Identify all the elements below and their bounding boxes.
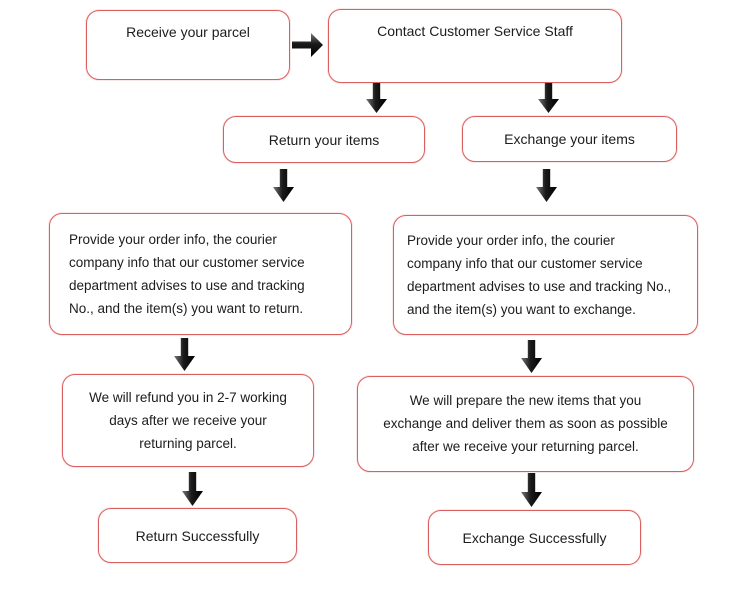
flow-box-exchange-info: Provide your order info, the courier com… (393, 215, 698, 335)
flow-box-prepare-items-line: We will prepare the new items that you (409, 393, 642, 408)
flow-box-return-successfully: Return Successfully (98, 508, 297, 563)
flow-box-return-successfully-label: Return Successfully (135, 527, 260, 544)
flow-box-exchange-items: Exchange your items (462, 116, 677, 162)
flow-box-exchange-successfully-label: Exchange Successfully (462, 529, 607, 546)
flow-box-refund-line: We will refund you in 2-7 working (89, 390, 287, 405)
flow-box-prepare-items-line: exchange and deliver them as soon as pos… (383, 416, 668, 431)
flow-box-refund-line: days after we receive your (109, 413, 267, 428)
arrow-down-icon (521, 473, 542, 507)
flow-box-return-info-line: Provide your order info, the courier (69, 232, 277, 247)
arrow-right-icon (292, 33, 323, 57)
flow-box-exchange-info-line: company info that our customer service (407, 256, 643, 271)
flow-box-return-info-line: department advises to use and tracking (69, 278, 305, 293)
flow-box-exchange-successfully: Exchange Successfully (428, 510, 641, 565)
flow-box-refund: We will refund you in 2-7 working days a… (62, 374, 314, 467)
arrow-down-icon (538, 83, 559, 113)
flow-box-exchange-info-line: department advises to use and tracking N… (407, 279, 672, 294)
arrow-down-icon (182, 472, 203, 506)
flow-box-prepare-items-line: after we receive your returning parcel. (412, 439, 639, 454)
flow-box-return-items: Return your items (223, 116, 425, 163)
arrow-down-icon (174, 338, 195, 371)
flow-box-return-info-line: No., and the item(s) you want to return. (69, 301, 304, 316)
flow-box-contact-customer-service-label: Contact Customer Service Staff (377, 23, 573, 39)
flow-box-return-items-label: Return your items (268, 131, 380, 148)
flow-box-receive-parcel: Receive your parcel (86, 10, 290, 80)
flow-box-return-info: Provide your order info, the courier com… (49, 213, 352, 335)
flow-box-exchange-info-line: and the item(s) you want to exchange. (407, 302, 636, 317)
flow-box-refund-line: returning parcel. (139, 436, 237, 451)
flow-box-exchange-info-line: Provide your order info, the courier (407, 233, 615, 248)
arrow-down-icon (273, 169, 294, 202)
arrow-down-icon (521, 340, 542, 373)
flow-box-contact-customer-service: Contact Customer Service Staff (328, 9, 622, 83)
flow-box-exchange-items-label: Exchange your items (504, 131, 635, 147)
arrow-down-icon (536, 169, 557, 202)
flow-box-receive-parcel-label: Receive your parcel (126, 24, 250, 40)
arrow-down-icon (366, 83, 387, 113)
flow-box-return-info-line: company info that our customer service (69, 255, 305, 270)
flow-box-prepare-items: We will prepare the new items that you e… (357, 376, 694, 472)
